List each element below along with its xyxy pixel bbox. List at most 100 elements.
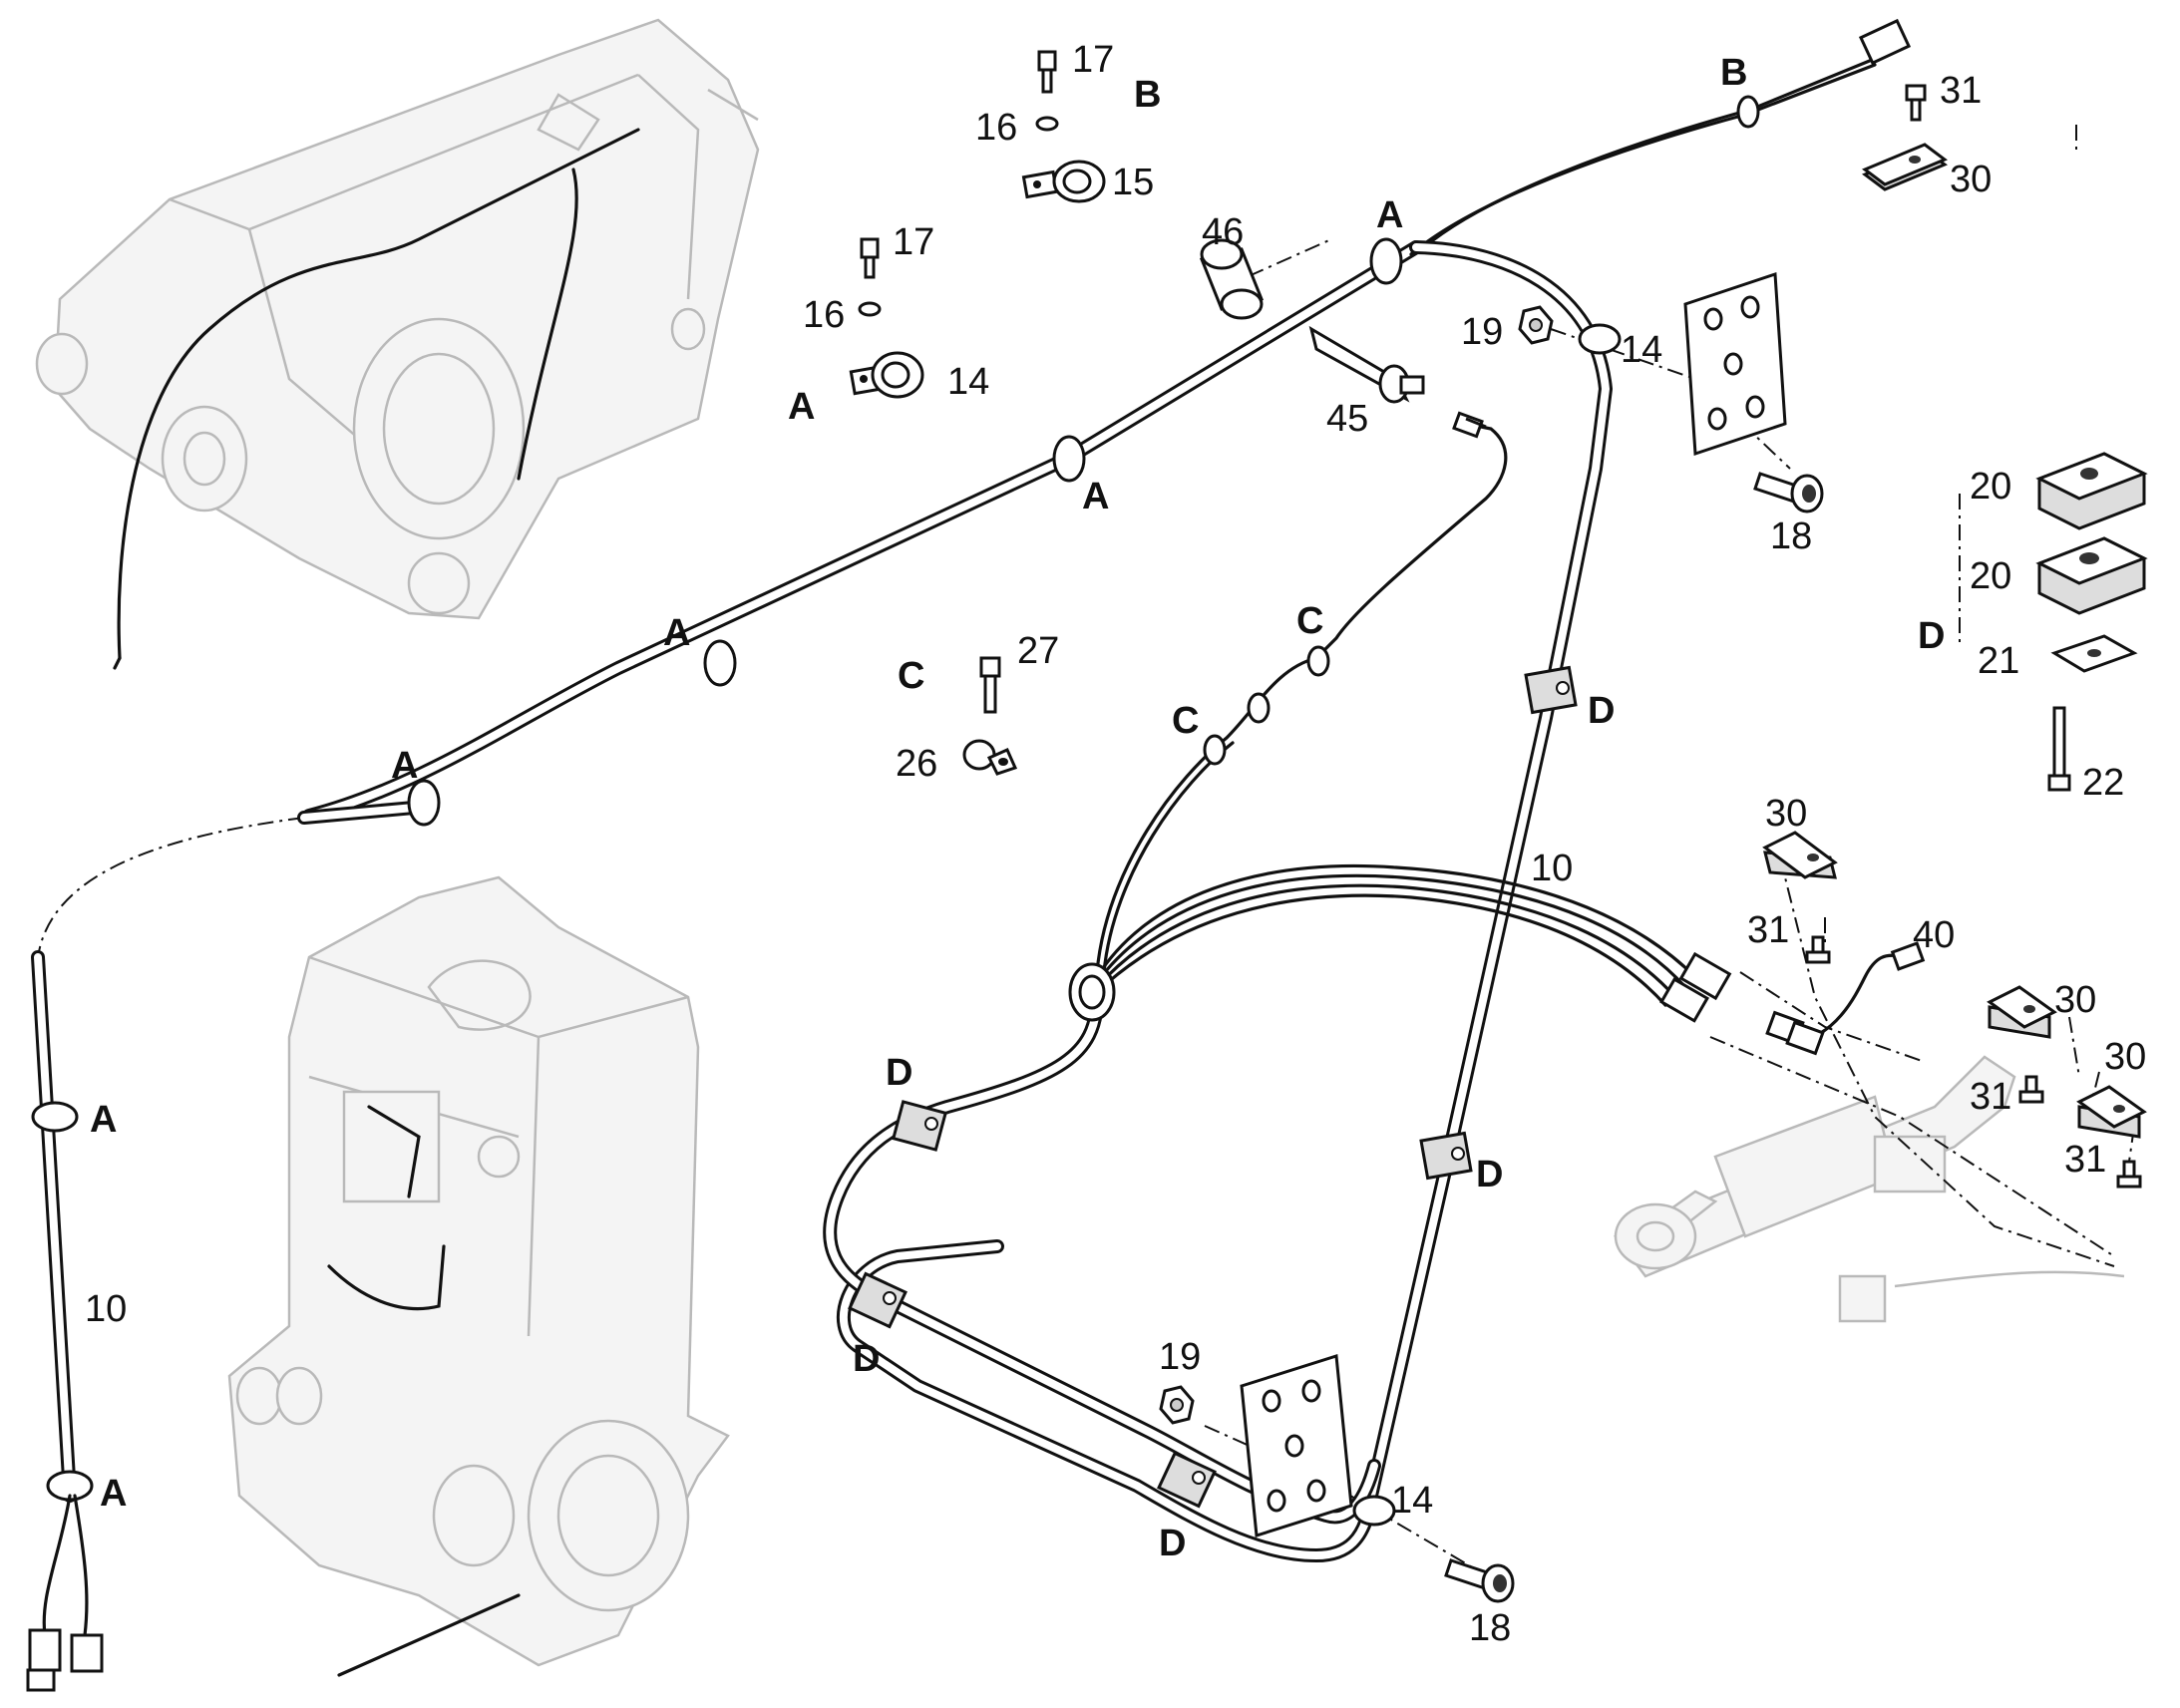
- callout-31: 31: [2064, 1139, 2106, 1181]
- callout-d: D: [1159, 1523, 1186, 1564]
- callout-d: D: [1476, 1154, 1503, 1196]
- callout-45: 45: [1326, 398, 1368, 440]
- clamp-d: [1419, 1131, 1473, 1181]
- callout-21: 21: [1978, 640, 2019, 682]
- sensor-40: [1765, 941, 1926, 1056]
- callout-14: 14: [1391, 1480, 1433, 1522]
- washer-16-a: [858, 301, 882, 317]
- callout-26: 26: [896, 743, 937, 785]
- screw-31-mid: [1805, 935, 1831, 964]
- wire-b: [1409, 18, 1912, 256]
- callout-10: 10: [85, 1288, 127, 1330]
- callout-30: 30: [2054, 979, 2096, 1021]
- callout-19: 19: [1461, 311, 1503, 353]
- leader-lines: [37, 125, 2135, 1576]
- clip-14: [1578, 323, 1622, 355]
- bushing-46: [1199, 238, 1265, 320]
- mounting-plate-lower: [1240, 1354, 1353, 1537]
- clamp-d: [1157, 1451, 1217, 1509]
- callout-b: B: [1134, 74, 1161, 116]
- cylinder-ghost: [1614, 1055, 2125, 1323]
- plate-21: [2050, 634, 2138, 673]
- clamp-half-20-bottom: [2035, 536, 2148, 615]
- tube-left-loop: [823, 990, 1381, 1525]
- callout-16: 16: [803, 294, 845, 336]
- clamp-d: [891, 1100, 948, 1152]
- callout-22: 22: [2082, 762, 2124, 804]
- plate-30-cyl-a: [1987, 985, 2057, 1039]
- callout-19: 19: [1159, 1336, 1201, 1378]
- callout-a: A: [788, 386, 815, 428]
- boom-column-ghost-bottom: [227, 875, 730, 1677]
- clip-a: [1369, 237, 1403, 285]
- callout-labels: 17 B 16 15 17 16 14 A 46 45 A A A A B 31…: [85, 39, 2146, 1649]
- callout-10: 10: [1531, 848, 1573, 889]
- clamp-15: [1021, 160, 1106, 203]
- nut-19-upper: [1518, 305, 1554, 345]
- main-tube-a: [297, 237, 1423, 827]
- callout-d: D: [1588, 690, 1615, 732]
- callout-a: A: [90, 1099, 117, 1141]
- callout-31: 31: [1940, 70, 1982, 112]
- mounting-plate-upper: [1683, 271, 1787, 457]
- clamp-half-20-top: [2035, 452, 2148, 530]
- callout-18: 18: [1469, 1607, 1511, 1649]
- clip-a: [1052, 435, 1086, 483]
- callout-c: C: [1172, 700, 1199, 742]
- callout-a: A: [391, 745, 418, 787]
- callout-30: 30: [1950, 159, 1992, 200]
- sensor-45: [1308, 325, 1487, 429]
- callout-b: B: [1720, 52, 1747, 94]
- callout-30: 30: [1765, 793, 1807, 835]
- clip-26: [962, 739, 1018, 776]
- callout-d: D: [853, 1338, 880, 1380]
- screw-31-cyl-b: [2116, 1160, 2142, 1189]
- bolt-22: [2047, 706, 2071, 792]
- grommet: [1068, 962, 1116, 1022]
- screw-17-b: [1037, 50, 1057, 94]
- clamp-d: [1524, 665, 1578, 715]
- plate-30-top: [1862, 143, 1948, 191]
- plate-30-cyl-b: [2076, 1085, 2147, 1139]
- callout-a: A: [1082, 476, 1109, 517]
- screw-27: [979, 656, 1001, 714]
- screw-31-cyl-a: [2018, 1075, 2044, 1104]
- callout-46: 46: [1202, 211, 1244, 253]
- callout-d: D: [1918, 615, 1945, 657]
- callout-14: 14: [1621, 329, 1662, 371]
- bolt-18-upper: [1753, 472, 1824, 513]
- callout-17: 17: [893, 221, 934, 263]
- screw-31-top: [1905, 84, 1927, 122]
- callout-a: A: [1376, 194, 1403, 236]
- callout-a: A: [100, 1473, 127, 1515]
- callout-31: 31: [1747, 909, 1789, 951]
- clamp-14-detail: [849, 351, 924, 399]
- callout-15: 15: [1112, 162, 1154, 203]
- clip-a: [407, 779, 441, 827]
- callout-20: 20: [1970, 555, 2011, 597]
- callout-40: 40: [1913, 914, 1955, 956]
- callout-31: 31: [1970, 1076, 2011, 1118]
- callout-a: A: [663, 612, 690, 654]
- washer-16-b: [1035, 116, 1059, 132]
- clip-14: [1352, 1495, 1396, 1527]
- plate-30-mid: [1762, 831, 1838, 879]
- nut-19-lower: [1159, 1385, 1195, 1425]
- callout-20: 20: [1970, 466, 2011, 508]
- callout-14: 14: [947, 361, 989, 403]
- callout-16: 16: [975, 107, 1017, 149]
- wire-bundle-10: [1095, 863, 1732, 1023]
- bolt-18-lower: [1444, 1558, 1515, 1603]
- screw-17-a: [860, 237, 880, 279]
- callout-18: 18: [1770, 515, 1812, 557]
- clip-a: [703, 639, 737, 687]
- tube-right-loop: [836, 240, 1613, 1562]
- wire-c: [1095, 411, 1508, 974]
- boom-assembly-ghost-top: [35, 18, 760, 670]
- callout-d: D: [886, 1052, 912, 1094]
- callout-c: C: [1296, 600, 1323, 642]
- clamp-d: [848, 1271, 908, 1329]
- callout-17: 17: [1072, 39, 1114, 81]
- callout-30: 30: [2104, 1036, 2146, 1078]
